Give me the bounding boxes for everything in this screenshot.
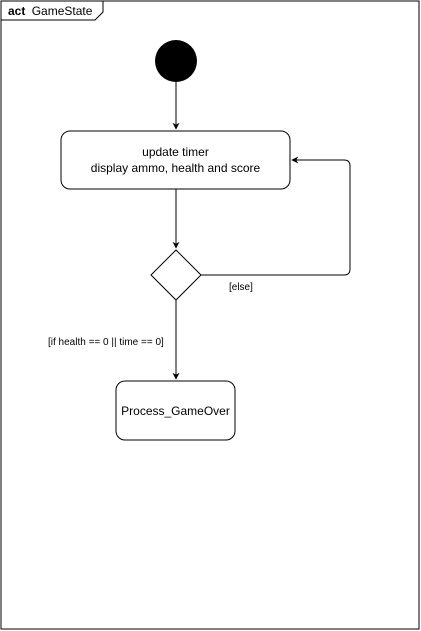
decision-node[interactable] (150, 249, 202, 301)
guard-end-condition: [if health == 0 || time == 0] (48, 337, 164, 348)
action-process-gameover[interactable] (115, 380, 236, 441)
frame-name-tab (0, 0, 104, 21)
guard-else: [else] (229, 282, 253, 293)
action-update-line2: display ammo, health and score (91, 161, 261, 175)
frame-title: act GameState (8, 4, 93, 18)
action-update-line1: update timer (142, 145, 209, 159)
flow-else-loop (201, 156, 351, 276)
action-update-timer[interactable] (60, 130, 291, 190)
initial-node[interactable] (155, 40, 197, 82)
action-gameover-label: Process_GameOver (121, 404, 230, 418)
